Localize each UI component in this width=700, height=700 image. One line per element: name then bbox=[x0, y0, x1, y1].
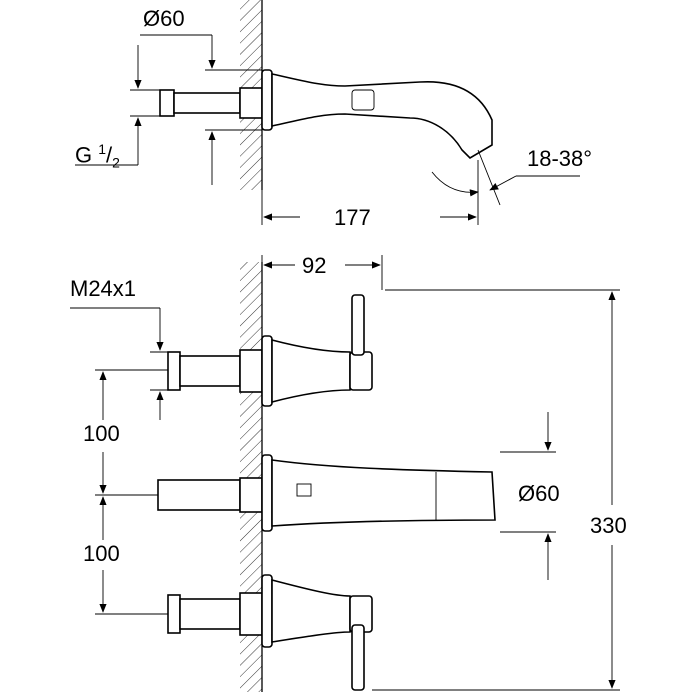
spout bbox=[271, 73, 493, 160]
spacing-lower-label: 100 bbox=[83, 541, 120, 566]
front-spout bbox=[157, 454, 496, 532]
handle-offset-label: 92 bbox=[302, 253, 327, 278]
thread-denominator: 2 bbox=[112, 154, 120, 171]
escutcheon bbox=[261, 69, 273, 131]
upper-valve bbox=[167, 294, 373, 407]
top-diameter-label: Ø60 bbox=[143, 6, 185, 31]
aerator-button bbox=[351, 89, 375, 111]
lower-valve bbox=[167, 574, 373, 691]
logo-mark bbox=[296, 483, 312, 497]
connector-thread-label: M24x1 bbox=[70, 276, 137, 301]
spacing-upper-label: 100 bbox=[83, 421, 120, 446]
front-view bbox=[70, 255, 620, 692]
thread-prefix: G bbox=[75, 142, 99, 168]
thread-numerator: 1 bbox=[98, 141, 107, 157]
total-height-label: 330 bbox=[590, 513, 627, 538]
lever-handle bbox=[351, 294, 365, 356]
spout-diameter-label: Ø60 bbox=[518, 481, 560, 506]
projection-label: 177 bbox=[334, 205, 371, 230]
thread-label: G 1/2 bbox=[75, 141, 120, 171]
angle-label: 18-38° bbox=[527, 146, 593, 171]
top-view bbox=[75, 0, 580, 225]
